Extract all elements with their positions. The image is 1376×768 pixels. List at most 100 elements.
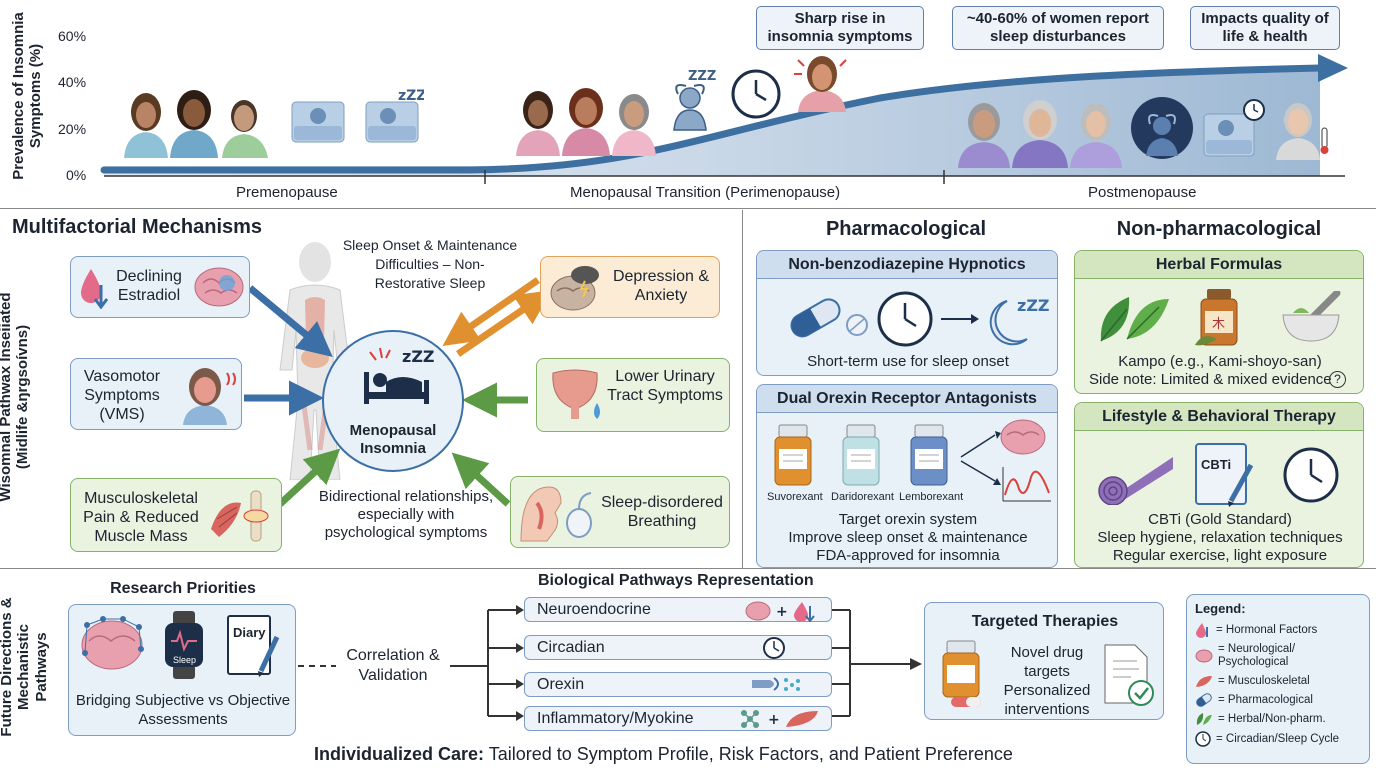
- herb-bottle-icon: ⽊: [1195, 289, 1238, 346]
- postmenopause-women-icon: [958, 100, 1122, 168]
- clock-icon: [731, 69, 781, 119]
- footer-rest: Tailored to Symptom Profile, Risk Factor…: [484, 744, 1013, 764]
- diary-pen-icon: [258, 635, 280, 677]
- svg-text:⽊: ⽊: [1212, 317, 1225, 332]
- research-panel: Sleep Diary Bridging Subjective vs Objec…: [68, 604, 296, 736]
- daridorexant-bottle-icon: [842, 424, 880, 486]
- brain-cloud-icon: [550, 266, 599, 311]
- svg-text:zZZ: zZZ: [398, 88, 424, 104]
- lifestyle-line-2: Sleep hygiene, relaxation techniques: [1097, 529, 1343, 546]
- dora-note-1: Target orexin system: [838, 511, 978, 528]
- bladder-icon: [552, 369, 600, 419]
- lifestyle-line-1: CBTi (Gold Standard): [1148, 511, 1292, 528]
- tick-20: 20%: [58, 121, 87, 137]
- lifestyle-line-3: Regular exercise, light exposure: [1112, 547, 1328, 564]
- checked-document-icon: [1104, 644, 1154, 706]
- factor-vasomotor: Vasomotor Symptoms (VMS): [70, 358, 242, 430]
- mechanisms-title: Multifactorial Mechanisms: [12, 216, 263, 238]
- inflammatory-icons: +: [741, 710, 818, 728]
- network-brain-icon: [81, 616, 144, 670]
- stage-premenopause: Premenopause: [236, 184, 338, 201]
- dora-note-2: Improve sleep onset & maintenance: [788, 529, 1028, 546]
- legend-pharmacological-label: = Pharmacological: [1218, 693, 1313, 706]
- lifestyle-panel: Lifestyle & Behavioral Therapy CBTi CBTi…: [1074, 402, 1364, 568]
- factor-luts-label: Lower Urinary Tract Symptoms: [607, 368, 723, 404]
- smartwatch-label: Sleep: [173, 655, 197, 665]
- nonpharm-title: Non-pharmacological: [1116, 218, 1322, 240]
- legend-item-herbal: = Herbal/Non-pharm.: [1195, 712, 1361, 726]
- pen-icon: [1228, 463, 1254, 507]
- svg-text:zZZ: zZZ: [402, 347, 434, 366]
- hypnotics-title: Non-benzodiazepine Hypnotics: [757, 251, 1057, 279]
- tick-0: 0%: [66, 167, 87, 183]
- dora-note-3: FDA-approved for insomnia: [816, 547, 1000, 564]
- legend-circadian-label: = Circadian/Sleep Cycle: [1216, 732, 1340, 745]
- divider-top: [0, 208, 1376, 209]
- diary-label: Diary: [233, 625, 266, 640]
- targeted-text: Novel drug targets Personalized interven…: [1003, 644, 1091, 718]
- premenopause-women-icon: [124, 90, 268, 158]
- flushed-woman-icon: [183, 368, 236, 425]
- legend-item-circadian: = Circadian/Sleep Cycle: [1195, 731, 1361, 747]
- legend-herbal-label: = Herbal/Non-pharm.: [1218, 712, 1326, 725]
- legend-brain-icon: [1195, 649, 1213, 663]
- leaves-icon: [1100, 297, 1169, 342]
- drug-lemborexant: Lemborexant: [899, 491, 964, 503]
- muscle-joint-icon: [211, 490, 269, 542]
- herbal-line-1: Kampo (e.g., Kami-shoyo-san): [1118, 353, 1322, 370]
- future-side-label: Future Directions & Mechanistic Pathways: [0, 597, 50, 737]
- factor-msk-label: Musculoskeletal Pain & Reduced Muscle Ma…: [83, 490, 199, 545]
- factor-urinary: Lower Urinary Tract Symptoms: [536, 358, 730, 432]
- legend-item-neurological: = Neurological/ Psychological: [1195, 643, 1361, 669]
- prevalence-curve: [100, 54, 1348, 184]
- pathway-orexin: Orexin: [524, 672, 832, 697]
- callout-sharp-rise: Sharp rise in insomnia symptoms: [756, 6, 924, 50]
- pathways-title: Biological Pathways Representation: [538, 572, 814, 589]
- targeted-title: Targeted Therapies: [971, 613, 1119, 630]
- factor-depression-label: Depression & Anxiety: [612, 268, 710, 304]
- stage-perimenopause: Menopausal Transition (Perimenopause): [570, 184, 841, 201]
- legend-leaf-icon: [1196, 713, 1212, 725]
- hypnotics-caption: Short-term use for sleep onset: [807, 353, 1009, 370]
- night-stress-icon: [1131, 97, 1193, 159]
- legend-neurological-label: = Neurological/ Psychological: [1218, 643, 1296, 668]
- suvorexant-bottle-icon: [774, 424, 812, 486]
- sleeping-zzz-icon: zZZ: [365, 88, 424, 143]
- circadian-clock-icon: [763, 637, 785, 659]
- bed-clock-icon: [1203, 99, 1265, 157]
- brain-icon: [194, 267, 244, 307]
- older-woman-thermometer-icon: [1276, 103, 1329, 160]
- legend-hormonal-icon: [1196, 623, 1208, 638]
- pathway-neuroendocrine-label: Neuroendocrine: [537, 601, 651, 618]
- pathway-inflammatory: Inflammatory/Myokine: [524, 706, 832, 731]
- svg-text:zZZ: zZZ: [1017, 296, 1049, 315]
- moon-zzz-icon: zZZ: [989, 296, 1049, 346]
- pill-icon: [790, 298, 868, 338]
- footer-text: Individualized Care: Tailored to Symptom…: [314, 744, 1013, 765]
- hypnotics-panel: Non-benzodiazepine Hypnotics zZZ Short-t…: [756, 250, 1058, 376]
- pharmacological-title: Pharmacological: [825, 218, 987, 240]
- pathway-orexin-label: Orexin: [537, 676, 585, 693]
- legend-muscle-icon: [1196, 676, 1212, 687]
- legend-title: Legend:: [1195, 601, 1246, 616]
- legend-clock-icon: [1195, 731, 1211, 747]
- pathway-inflammatory-label: Inflammatory/Myokine: [537, 710, 694, 727]
- help-icon[interactable]: ?: [1329, 371, 1346, 388]
- research-title: Research Priorities: [110, 580, 256, 597]
- legend-item-pharmacological: = Pharmacological: [1195, 693, 1361, 707]
- research-caption: Bridging Subjective vs Objective Assessm…: [75, 692, 291, 728]
- herbal-title: Herbal Formulas: [1075, 251, 1363, 279]
- central-insomnia-circle: [322, 330, 464, 472]
- factor-declining-estradiol: Declining Estradiol: [70, 256, 250, 318]
- cbti-notebook-label: CBTi: [1201, 457, 1232, 472]
- herbal-line-2: Side note: Limited & mixed evidence: [1089, 371, 1332, 388]
- drop-arrow-icon: [81, 269, 109, 309]
- factor-depression-anxiety: Depression & Anxiety: [540, 256, 720, 318]
- sleeping-bed-icon: [291, 101, 345, 143]
- arrow-right-icon: [941, 314, 979, 324]
- stage-postmenopause: Postmenopause: [1088, 184, 1197, 201]
- factor-musculoskeletal: Musculoskeletal Pain & Reduced Muscle Ma…: [70, 478, 282, 552]
- legend-item-hormonal: = Hormonal Factors: [1195, 622, 1361, 638]
- svg-text:+: +: [776, 604, 788, 620]
- divider-middle-vertical: [742, 210, 743, 568]
